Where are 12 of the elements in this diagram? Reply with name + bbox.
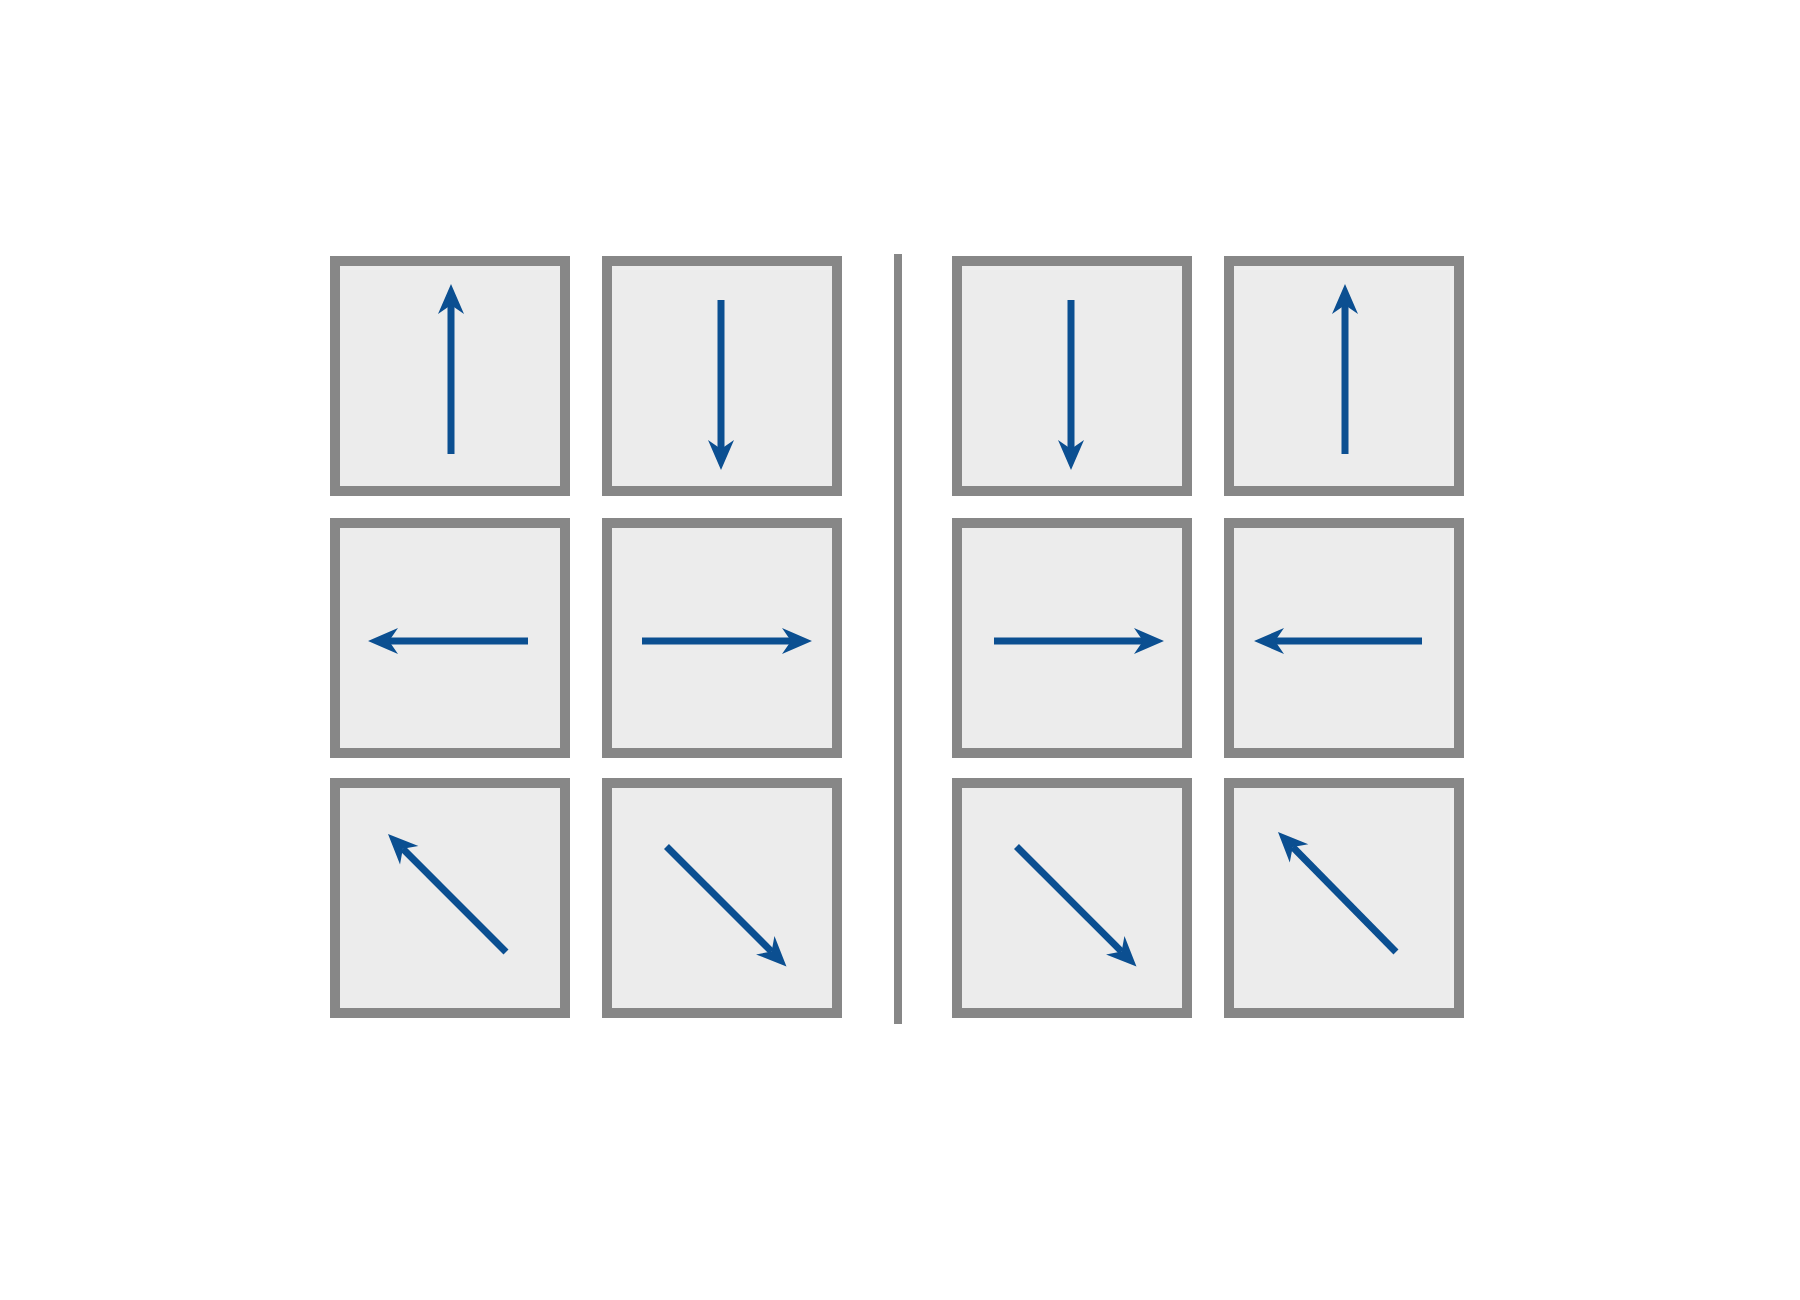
tile [1224,778,1464,1018]
tile [330,518,570,758]
tile [602,778,842,1018]
tile [602,256,842,496]
tile [1224,518,1464,758]
tile [952,256,1192,496]
tile [952,778,1192,1018]
tile [1224,256,1464,496]
tile [330,778,570,1018]
tile [330,256,570,496]
tile [602,518,842,758]
tile [952,518,1192,758]
